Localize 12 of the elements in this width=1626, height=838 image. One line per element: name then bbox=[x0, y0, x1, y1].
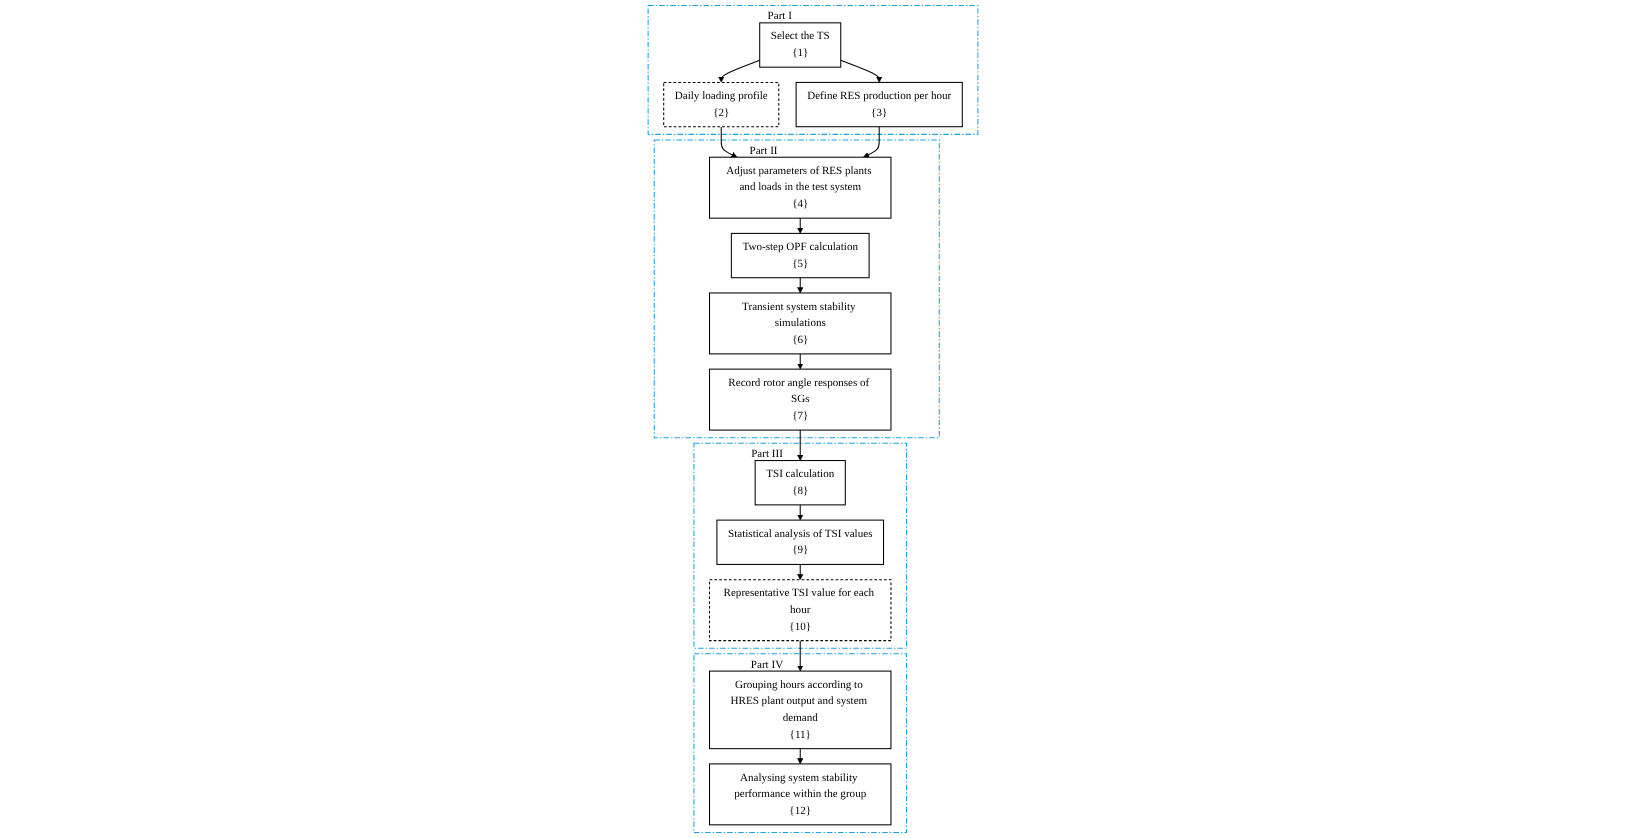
arrow bbox=[797, 748, 804, 765]
arrow bbox=[797, 563, 804, 580]
arrow bbox=[797, 429, 804, 461]
arrow bbox=[797, 277, 804, 294]
arrow bbox=[797, 353, 804, 370]
arrow bbox=[863, 126, 880, 158]
arrow bbox=[720, 126, 738, 158]
arrow bbox=[797, 217, 804, 234]
arrow bbox=[797, 640, 804, 672]
arrow bbox=[797, 504, 804, 521]
arrow bbox=[840, 59, 883, 83]
arrow bbox=[718, 59, 761, 83]
